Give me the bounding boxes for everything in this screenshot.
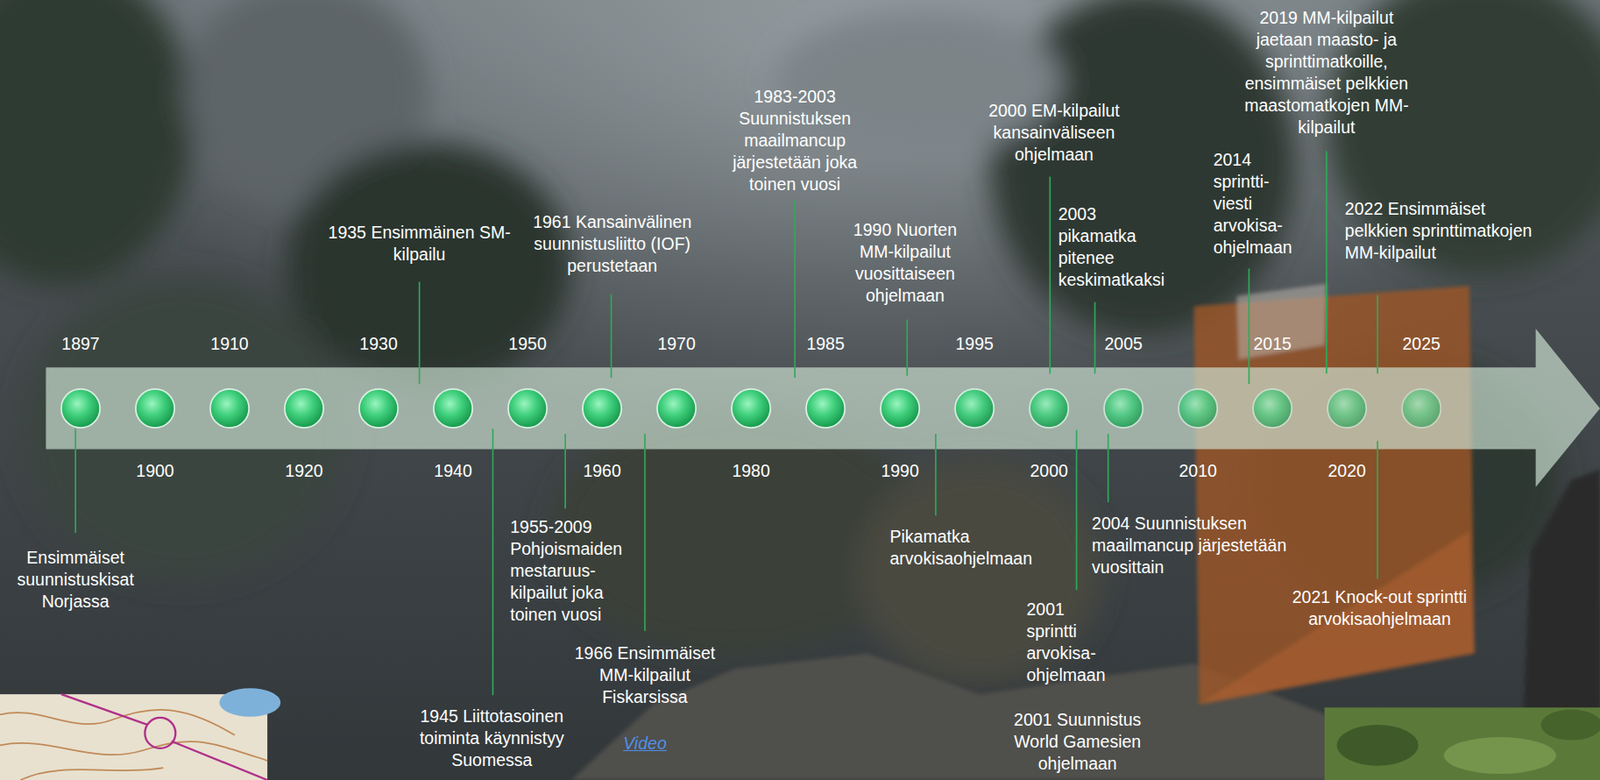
event-label: Pikamatka arvokisaohjelmaan	[889, 525, 1033, 570]
year-label: 1950	[491, 332, 564, 355]
grass-photo	[1324, 707, 1600, 780]
year-label: 1940	[417, 460, 489, 482]
year-label: 2000	[1012, 460, 1085, 482]
event-label: 1935 Ensimmäinen SM-kilpailu	[317, 221, 522, 266]
event-label: 1961 Kansainvälinen suunnistusliitto (IO…	[515, 211, 709, 277]
event-label: 1945 Liittotasoinen toiminta käynnistyy …	[403, 705, 580, 772]
event-label: 2001 Suunnistus World Gamesien ohjelmaan	[1003, 708, 1152, 775]
event-label: 2014 sprintti-viesti arvokisa-ohjelmaan	[1213, 148, 1293, 259]
year-label: 1910	[193, 332, 266, 355]
year-label: 1995	[938, 332, 1011, 355]
event-label: 2001 sprintti arvokisa-ohjelmaan	[1026, 598, 1106, 687]
event-label: 2021 Knock-out sprintti arvokisaohjelmaa…	[1274, 586, 1485, 631]
event-label: 1983-2003 Suunnistuksen maailmancup järj…	[713, 85, 877, 196]
event-label: 2003 pikamatka pitenee keskimatkaksi	[1058, 203, 1165, 291]
year-label: 1900	[119, 460, 192, 482]
year-label: 1960	[566, 460, 638, 482]
event-label: Ensimmäiset suunnistuskisat Norjassa	[7, 546, 145, 613]
event-label: 1955-2009 Pohjoismaiden mestaruus-kilpai…	[509, 516, 641, 626]
event-label: 2000 EM-kilpailut kansainväliseen ohjelm…	[975, 99, 1134, 166]
year-label: 2015	[1236, 332, 1309, 355]
year-label: 1980	[715, 460, 787, 482]
year-label: 2025	[1385, 332, 1458, 355]
control-flag	[1194, 283, 1475, 705]
year-label: 2005	[1087, 332, 1160, 355]
year-label: 1970	[640, 332, 713, 355]
year-label: 1990	[863, 460, 936, 482]
year-label: 1897	[44, 332, 117, 355]
map-thumbnail	[0, 687, 281, 780]
video-link: Video	[608, 732, 681, 755]
leader-lines	[75, 150, 1378, 695]
timeline-arrow	[45, 328, 1600, 488]
event-label: 2019 MM-kilpailut jaetaan maasto- ja spr…	[1229, 7, 1424, 139]
year-label: 1985	[789, 332, 862, 355]
year-label: 1930	[342, 332, 415, 355]
timeline-dots	[61, 389, 1441, 428]
event-label: 2022 Ensimmäiset pelkkien sprinttimatkoj…	[1345, 198, 1534, 264]
year-label: 1920	[268, 460, 340, 482]
year-label: 2010	[1161, 460, 1234, 482]
event-label: 1990 Nuorten MM-kilpailut vuosittaiseen …	[843, 219, 967, 307]
year-label: 2020	[1310, 460, 1383, 482]
event-label: 1966 Ensimmäiset MM-kilpailut Fiskarsiss…	[571, 642, 720, 708]
event-label: 2004 Suunnistuksen maailmancup järjestet…	[1091, 512, 1289, 579]
